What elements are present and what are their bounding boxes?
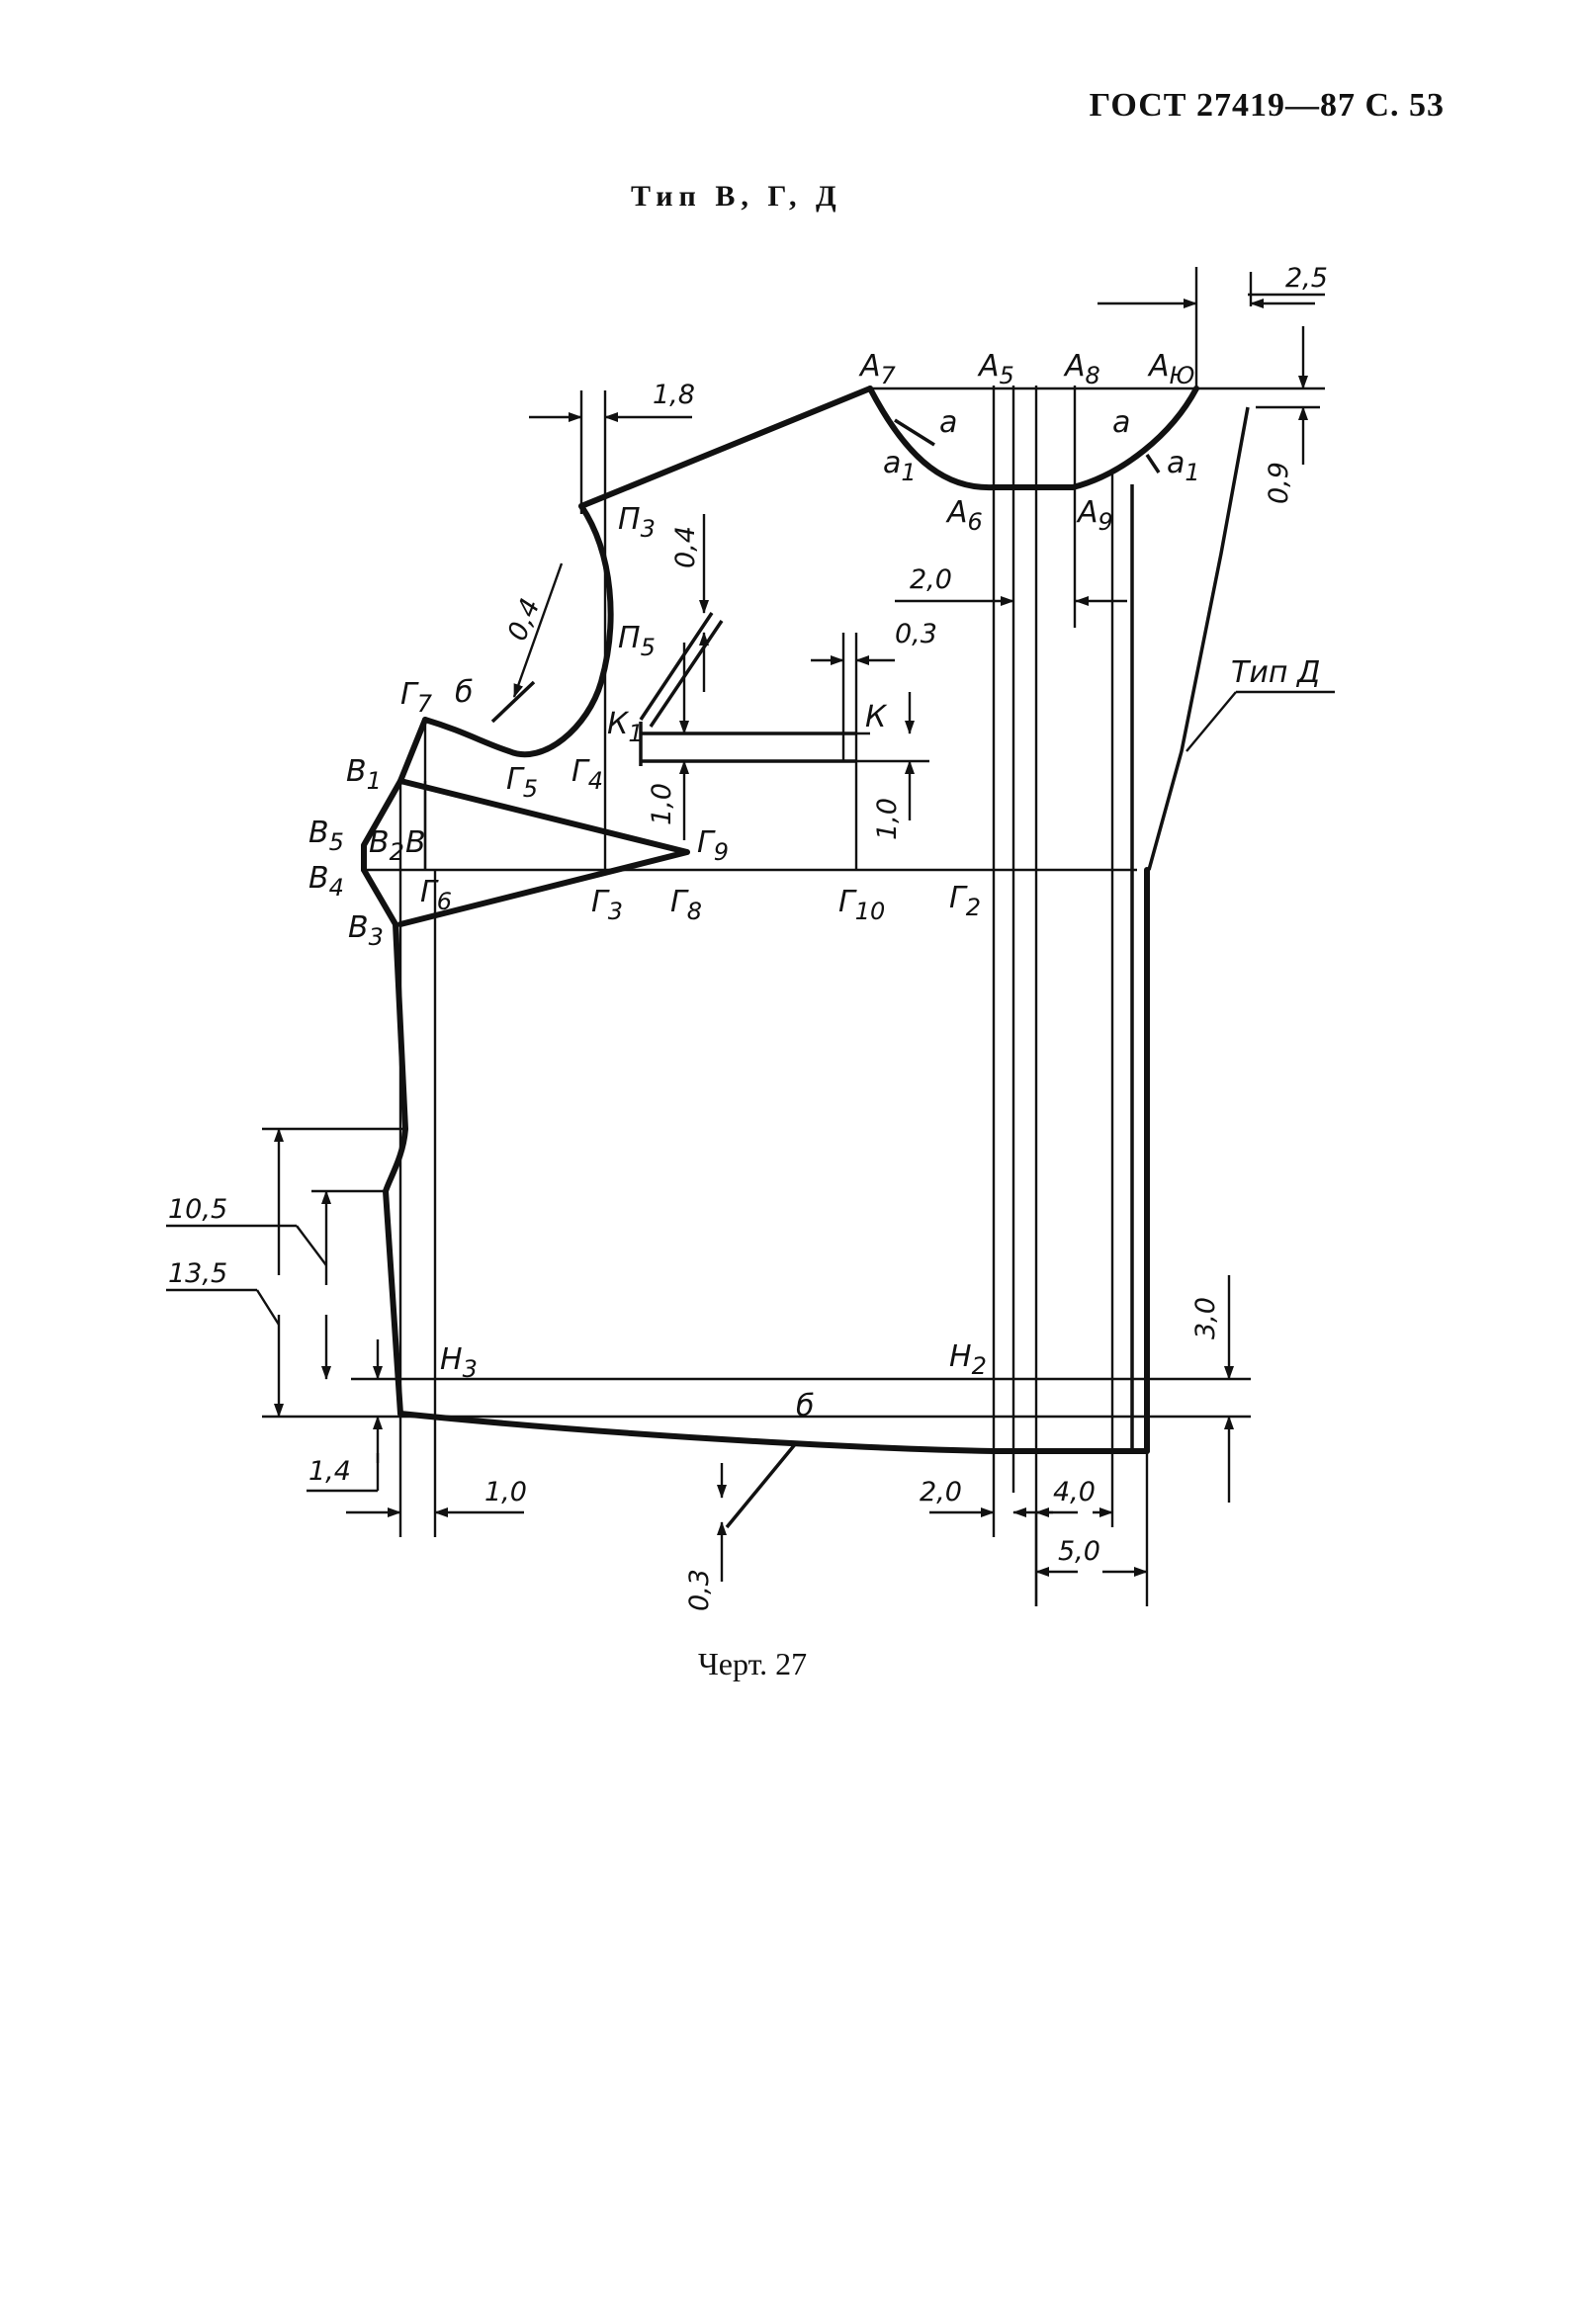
label-G4: Г4: [571, 754, 603, 795]
label-G6: Г6: [420, 875, 452, 915]
dim-0-4-k1: 0,4: [670, 526, 701, 568]
label-G2: Г2: [949, 881, 981, 921]
dim-2-0-top: 2,0: [910, 564, 952, 595]
label-A10: АЮ: [1147, 349, 1194, 389]
label-G10: Г10: [838, 885, 885, 925]
label-a-left: а: [939, 405, 957, 440]
label-H2: Н2: [949, 1339, 987, 1380]
label-B4: В4: [308, 861, 344, 902]
dim-0-3-bottom: 0,3: [684, 1569, 715, 1611]
dim-2-0-bottom: 2,0: [920, 1477, 962, 1507]
label-K1: К1: [607, 707, 644, 747]
label-A9: А9: [1076, 495, 1113, 536]
label-G7: Г7: [400, 677, 433, 718]
dim-3-0: 3,0: [1190, 1297, 1221, 1339]
label-a1-left: а1: [883, 446, 917, 486]
dim-0-4-armhole: 0,4: [502, 594, 547, 645]
dim-1-0-k: 1,0: [872, 798, 903, 840]
label-K: К: [865, 700, 888, 734]
label-A5: А5: [977, 349, 1014, 389]
dim-4-0: 4,0: [1053, 1477, 1096, 1507]
label-a-right: а: [1112, 405, 1130, 440]
dim-1-8: 1,8: [653, 380, 695, 410]
label-G3: Г3: [591, 885, 623, 925]
label-a1-right: а1: [1167, 446, 1200, 486]
dim-5-0: 5,0: [1058, 1536, 1100, 1567]
label-B: В: [405, 825, 426, 860]
label-B2: В2: [369, 825, 404, 866]
label-b-hem: б: [796, 1389, 815, 1423]
dim-13-5: 13,5: [168, 1258, 227, 1289]
label-B1: В1: [346, 754, 382, 795]
dimension-labels: 2,5 1,8 0,9 0,4 0,4 0,3 2,0 1,0 1,0 10,5…: [168, 263, 1328, 1611]
label-B3: В3: [348, 910, 384, 951]
dim-10-5: 10,5: [168, 1194, 227, 1225]
dim-2-5: 2,5: [1285, 263, 1328, 294]
label-b-top: б: [455, 675, 474, 710]
label-G9: Г9: [697, 825, 729, 866]
construction-lines: [262, 267, 1325, 1606]
figure-title: Тип В, Г, Д: [631, 180, 842, 213]
dim-0-3-top: 0,3: [895, 619, 937, 649]
label-B5: В5: [308, 816, 344, 856]
dim-0-9: 0,9: [1264, 462, 1294, 504]
label-A7: А7: [858, 349, 897, 389]
label-A6: А6: [945, 495, 983, 536]
label-P3: П3: [618, 502, 656, 543]
label-G8: Г8: [670, 885, 702, 925]
point-labels: А7 А5 А8 АЮ А6 А9 а а а1 а1 П3 П5 Г7 б Г…: [308, 349, 1320, 1423]
label-G5: Г5: [506, 762, 538, 803]
dim-1-0-bottom: 1,0: [484, 1477, 527, 1507]
label-H3: Н3: [440, 1342, 478, 1383]
dimension-arrows: [166, 299, 1335, 1606]
label-P5: П5: [618, 621, 656, 661]
label-A8: А8: [1063, 349, 1100, 389]
pattern-contour: [361, 386, 1250, 1454]
running-head: ГОСТ 27419—87 С. 53: [1089, 87, 1445, 124]
figure-caption: Черт. 27: [698, 1646, 808, 1681]
label-type-d: Тип Д: [1231, 655, 1320, 690]
dim-1-0-k1: 1,0: [647, 783, 677, 825]
dim-1-4: 1,4: [308, 1456, 351, 1487]
